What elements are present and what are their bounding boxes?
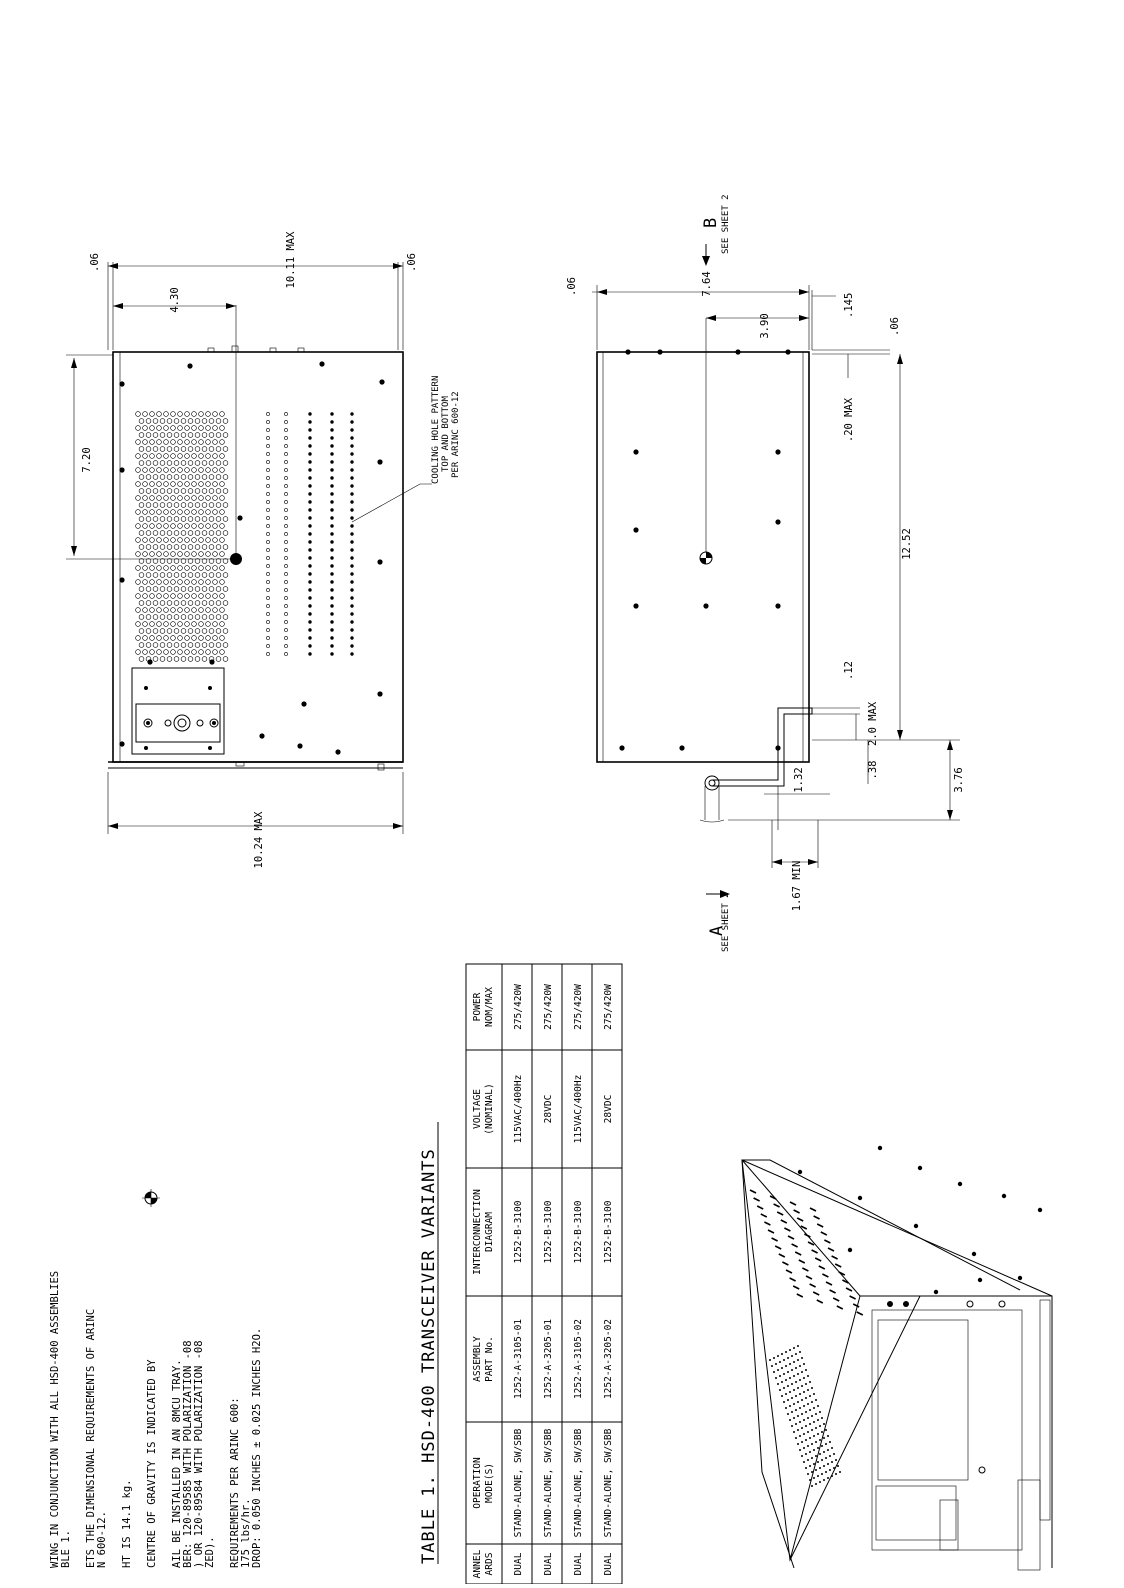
note-line: ETS THE DIMENSIONAL REQUIREMENTS OF ARIN… xyxy=(85,1309,97,1568)
table-row: DUAL STAND-ALONE, SW/SBB 1252-A-3105-02 … xyxy=(573,984,584,1576)
svg-text:275/420W: 275/420W xyxy=(573,984,584,1030)
table-row: DUAL STAND-ALONE, SW/SBB 1252-A-3205-02 … xyxy=(603,984,614,1576)
note-line: BER: 120-89585 WITH POLARIZATION -08 xyxy=(182,1340,194,1568)
dim-cg-span: 7.20 xyxy=(81,447,93,472)
view-a-sheet: SEE SHEET 2 xyxy=(721,892,731,952)
svg-text:275/420W: 275/420W xyxy=(603,984,614,1030)
table-header: ASSEMBLY xyxy=(472,1336,483,1382)
callout-line: PER ARINC 600-12 xyxy=(451,391,461,478)
svg-text:1252-B-3100: 1252-B-3100 xyxy=(603,1200,614,1263)
table-header: MODE(S) xyxy=(484,1463,495,1503)
dim-side-length: 12.52 xyxy=(901,528,913,560)
svg-text:1252-A-3105-02: 1252-A-3105-02 xyxy=(573,1319,584,1399)
note-line: ZED). xyxy=(204,1536,216,1568)
side-view: .06 7.64 3.90 .145 B SEE SHEET 2 .06 .20… xyxy=(566,194,965,952)
svg-text:275/420W: 275/420W xyxy=(513,984,524,1030)
table-title: TABLE 1. HSD-400 TRANSCEIVER VARIANTS xyxy=(419,1148,439,1564)
dim-side-edge: .06 xyxy=(566,277,578,296)
dim-right-edge: .06 xyxy=(889,317,901,336)
svg-text:115VAC/400Hz: 115VAC/400Hz xyxy=(573,1075,584,1144)
dim-edge-top: .06 xyxy=(89,253,101,272)
note-line: REQUIREMENTS PER ARINC 600: xyxy=(229,1397,241,1568)
svg-text:1252-A-3105-01: 1252-A-3105-01 xyxy=(513,1319,524,1399)
callout-line: COOLING HOLE PATTERN xyxy=(431,376,441,484)
cooling-holes xyxy=(266,412,354,656)
svg-text:1252-A-3205-02: 1252-A-3205-02 xyxy=(603,1319,614,1399)
svg-text:28VDC: 28VDC xyxy=(543,1095,554,1124)
dim-edge-bottom: .06 xyxy=(406,253,418,272)
dim-handle-w: 1.32 xyxy=(793,767,805,792)
svg-text:DUAL: DUAL xyxy=(513,1552,524,1575)
table-header: NOM/MAX xyxy=(484,987,495,1027)
isometric-view xyxy=(741,1145,1053,1571)
note-line: WING IN CONJUNCTION WITH ALL HSD-400 ASS… xyxy=(49,1271,61,1568)
connector-block xyxy=(131,667,225,755)
note-line: BLE 1. xyxy=(60,1530,72,1568)
table-header: VOLTAGE xyxy=(472,1089,483,1129)
svg-text:DUAL: DUAL xyxy=(543,1552,554,1575)
svg-text:STAND-ALONE, SW/SBB: STAND-ALONE, SW/SBB xyxy=(513,1428,524,1537)
table-header: DIAGRAM xyxy=(484,1212,495,1252)
note-line: ) OR 120-89584 WITH POLARIZATION -08 xyxy=(193,1340,205,1568)
table-row: DUAL STAND-ALONE, SW/SBB 1252-A-3105-01 … xyxy=(513,984,524,1576)
dim-lip: .145 xyxy=(843,293,855,318)
table-header: POWER xyxy=(472,992,483,1021)
table-header: ANNEL xyxy=(472,1549,483,1578)
dim-width-max: 10.24 MAX xyxy=(253,811,265,869)
dim-tab: .12 xyxy=(843,661,855,680)
svg-text:1252-A-3205-01: 1252-A-3205-01 xyxy=(543,1319,554,1399)
view-b-label: B xyxy=(701,217,721,228)
note-line: HT IS 14.1 kg. xyxy=(121,1479,133,1568)
svg-text:28VDC: 28VDC xyxy=(603,1095,614,1124)
note-line: CENTRE OF GRAVITY IS INDICATED BY xyxy=(146,1359,158,1568)
table-header: ARDS xyxy=(484,1552,495,1575)
dim-cg-height: 3.90 xyxy=(759,313,771,338)
dim-handle-min: 1.67 MIN xyxy=(791,861,803,912)
table-header: OPERATION xyxy=(472,1457,483,1509)
top-view: 7.20 .06 .06 10.11 MAX 4.30 10.24 MAX CO… xyxy=(66,231,461,869)
note-line: N 600-12. xyxy=(96,1511,108,1568)
table-row: DUAL STAND-ALONE, SW/SBB 1252-A-3205-01 … xyxy=(543,984,554,1576)
handle xyxy=(699,707,813,823)
table-header: PART No. xyxy=(484,1336,495,1382)
variants-table: TABLE 1. HSD-400 TRANSCEIVER VARIANTS AN… xyxy=(419,963,623,1585)
note-line: DROP: 0.050 INCHES ± 0.025 INCHES H2O. xyxy=(251,1328,263,1568)
svg-text:STAND-ALONE, SW/SBB: STAND-ALONE, SW/SBB xyxy=(543,1428,554,1537)
dim-handle-max: 2.0 MAX xyxy=(867,701,879,746)
dim-offset-max: .20 MAX xyxy=(843,397,855,442)
table-header: (NOMINAL) xyxy=(484,1083,495,1134)
cg-symbol-icon xyxy=(142,1189,160,1207)
dim-overall-max: 10.11 MAX xyxy=(285,231,297,289)
dim-gap: .38 xyxy=(867,761,879,780)
dim-cg-offset: 4.30 xyxy=(169,287,181,312)
note-line: 175 lbs/hr. xyxy=(240,1498,252,1568)
svg-text:115VAC/400Hz: 115VAC/400Hz xyxy=(513,1075,524,1144)
cg-marker-icon xyxy=(230,553,242,565)
svg-text:1252-B-3100: 1252-B-3100 xyxy=(573,1200,584,1263)
svg-text:1252-B-3100: 1252-B-3100 xyxy=(543,1200,554,1263)
cg-marker-icon xyxy=(699,551,713,565)
view-b-sheet: SEE SHEET 2 xyxy=(721,194,731,254)
svg-text:275/420W: 275/420W xyxy=(543,984,554,1030)
svg-text:DUAL: DUAL xyxy=(573,1552,584,1575)
fasteners xyxy=(119,361,385,755)
vent-mesh xyxy=(135,411,229,662)
svg-text:DUAL: DUAL xyxy=(603,1552,614,1575)
note-line: AIL BE INSTALLED IN AN 8MCU TRAY. xyxy=(171,1359,183,1568)
table-header: INTERCONNECTION xyxy=(472,1189,483,1275)
callout-line: TOP AND BOTTOM xyxy=(441,396,451,472)
view-a-label: A xyxy=(707,925,727,936)
svg-text:STAND-ALONE, SW/SBB: STAND-ALONE, SW/SBB xyxy=(603,1428,614,1537)
notes-block: WING IN CONJUNCTION WITH ALL HSD-400 ASS… xyxy=(49,1189,263,1568)
svg-text:1252-B-3100: 1252-B-3100 xyxy=(513,1200,524,1263)
dim-handle-len: 3.76 xyxy=(953,767,965,792)
dim-side-height: 7.64 xyxy=(701,271,713,296)
svg-text:STAND-ALONE, SW/SBB: STAND-ALONE, SW/SBB xyxy=(573,1428,584,1537)
